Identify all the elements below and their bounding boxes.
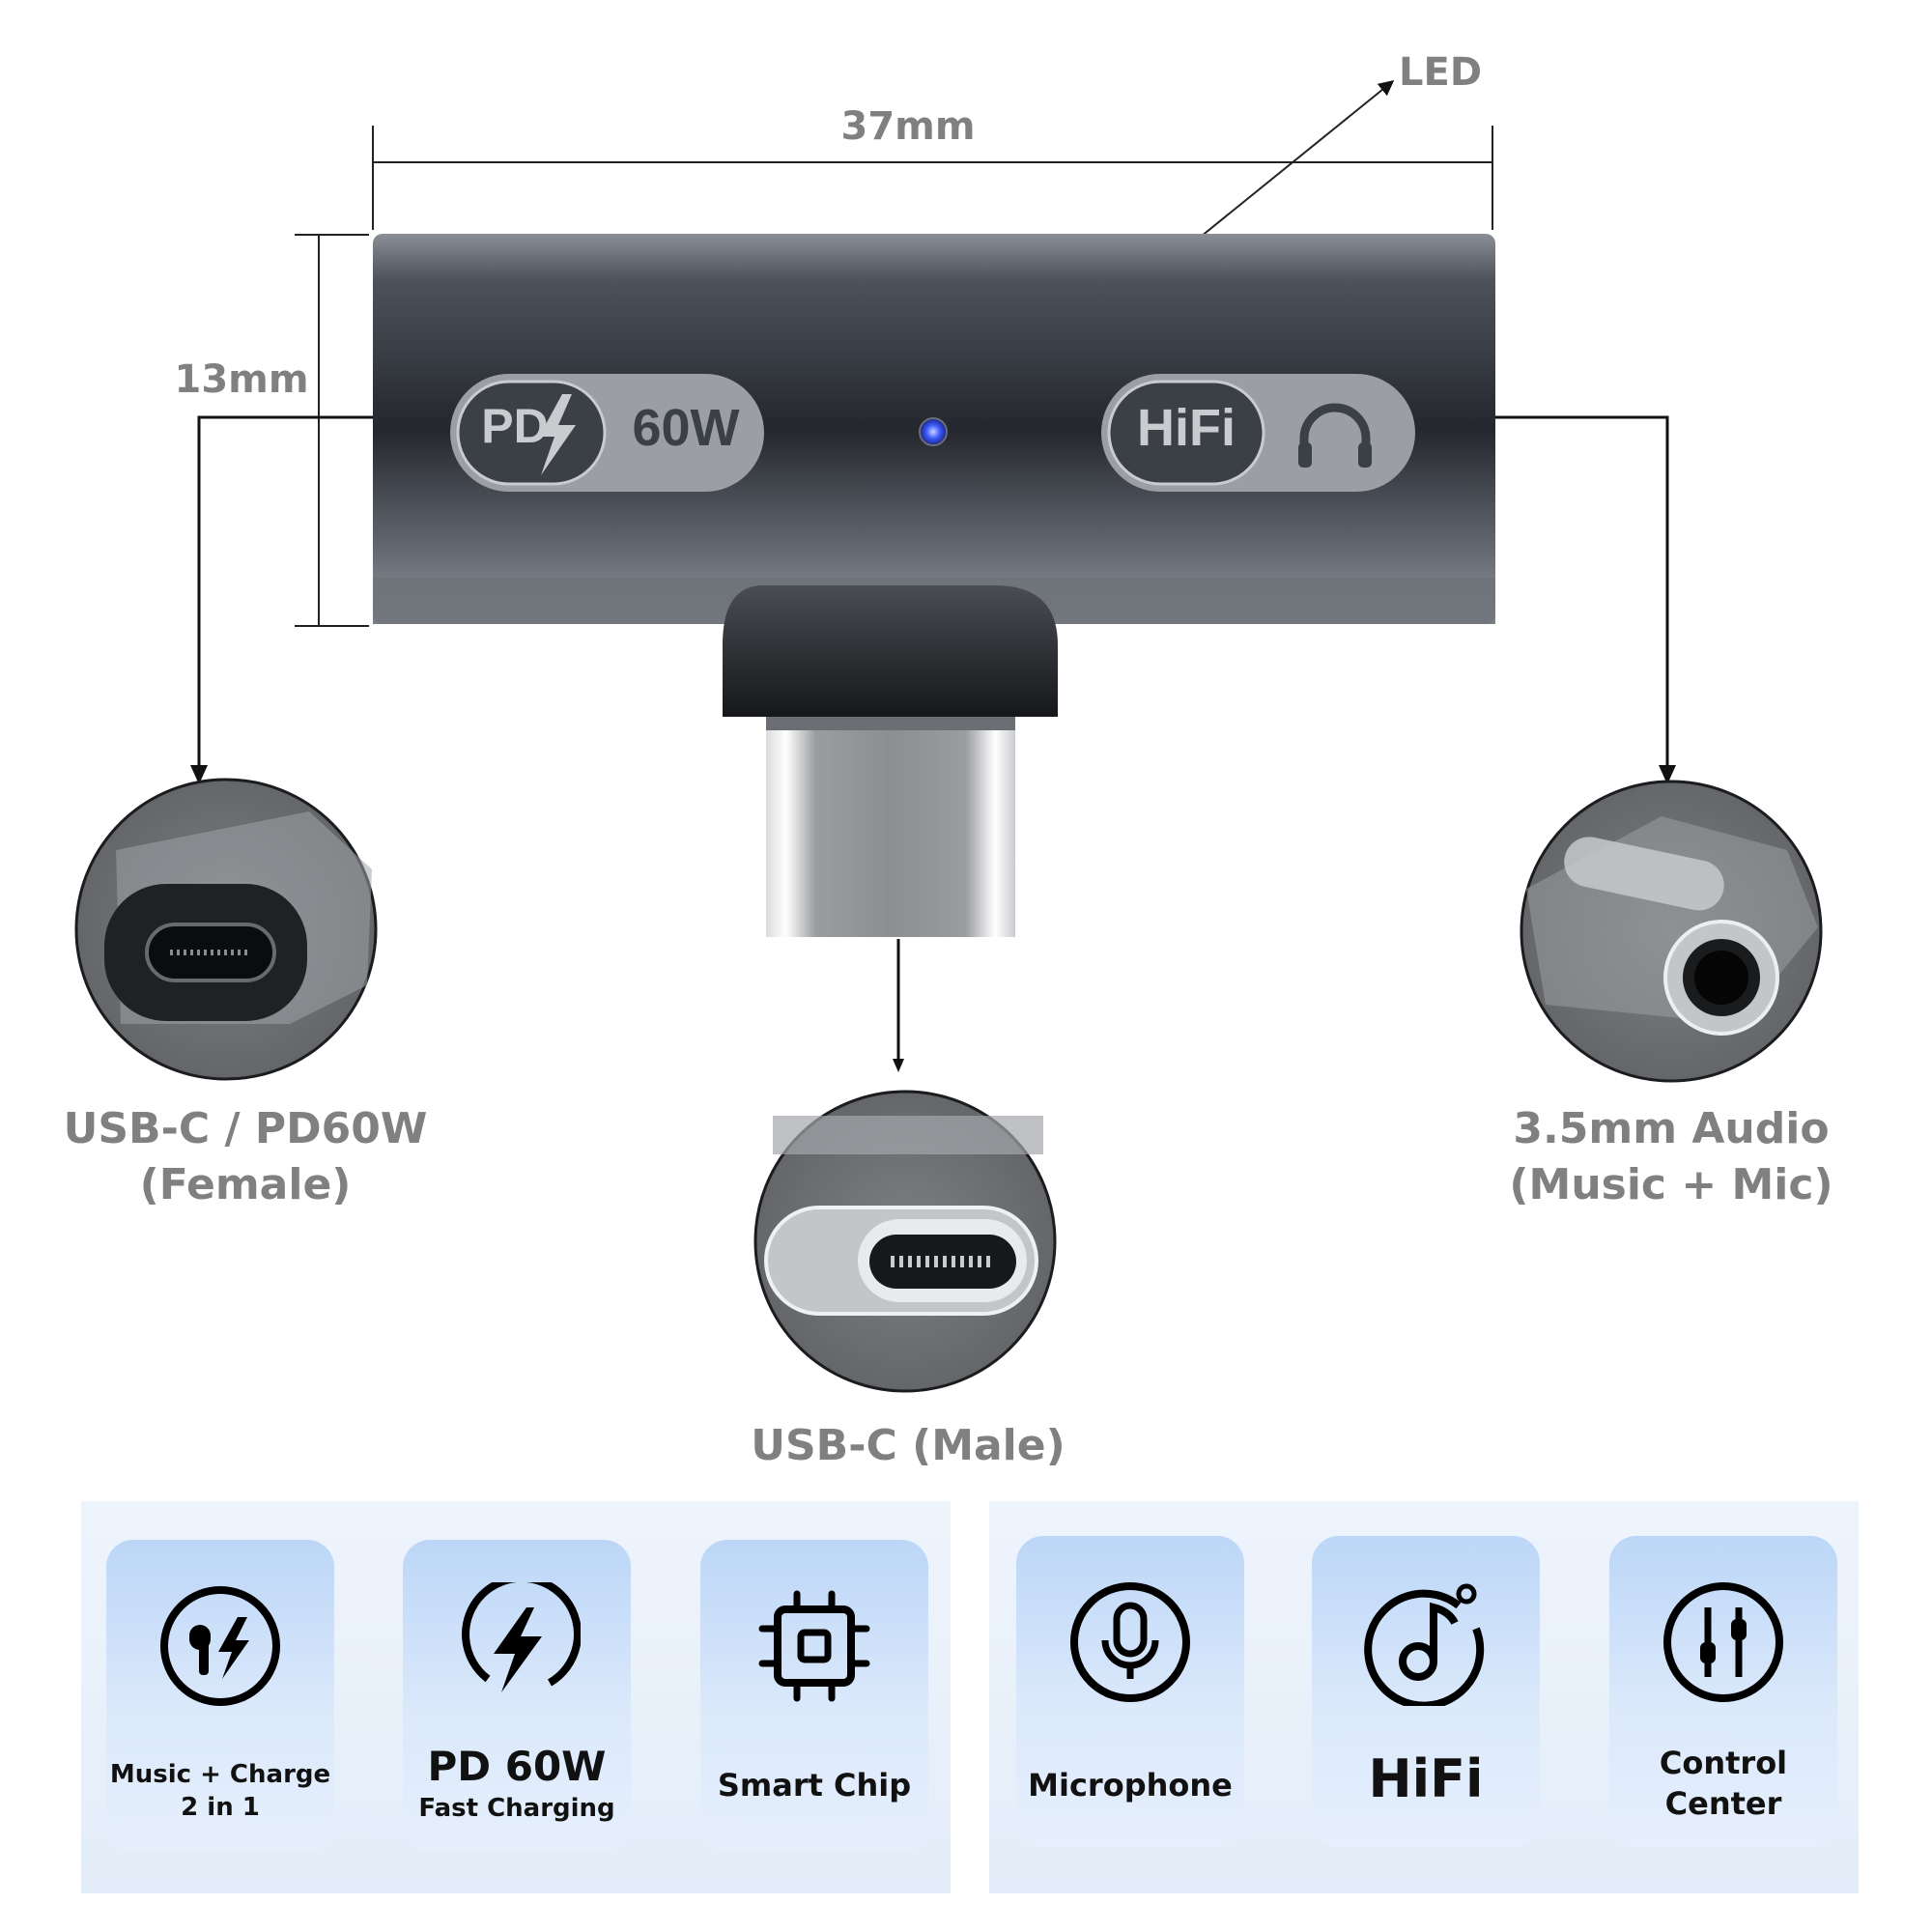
width-label: 37mm [840,104,976,149]
feature-text-line2: 2 in 1 [181,1793,260,1822]
audio-port-closeup [1520,780,1823,1083]
callout-connectors [197,415,1669,1063]
feature-card-hifi: HiFi [1312,1536,1540,1847]
control-center-icon [1663,1582,1783,1702]
led-label: LED [1399,50,1483,95]
feature-card-music-charge: Music + Charge 2 in 1 [106,1540,334,1851]
pd-badge-label: PD [481,399,549,453]
lightning-icon [462,1582,581,1692]
feature-text-line1: PD 60W [427,1743,607,1790]
music-note-icon [1364,1583,1485,1706]
headphones-icon [1298,403,1372,468]
adapter-device [373,234,1495,937]
earbud-charge-icon [160,1586,280,1706]
height-dimension [295,234,369,627]
width-dimension [372,126,1493,230]
female-port-closeup [74,778,378,1081]
feature-card-control-center-text: Control Center [1609,1743,1837,1824]
female-port-label-line2: (Female) [139,1160,352,1209]
female-port-label: USB-C / PD60W (Female) [33,1101,458,1213]
lightning-bolt-icon [539,394,576,475]
audio-port-label-line1: 3.5mm Audio [1513,1104,1830,1153]
hifi-badge-label: HiFi [1137,399,1236,457]
usb-c-male-plug [766,717,1015,937]
height-label: 13mm [174,357,309,402]
feature-text-line1: Smart Chip [717,1767,912,1804]
feature-card-microphone: Microphone [1016,1536,1244,1847]
audio-port-label-line2: (Music + Mic) [1509,1160,1833,1209]
feature-text-line1: Music + Charge [109,1760,331,1789]
microphone-icon [1070,1582,1190,1702]
feature-text-line1: HiFi [1368,1748,1484,1809]
feature-card-control-center: Control Center [1609,1536,1837,1847]
male-plug-label: USB-C (Male) [676,1418,1140,1474]
feature-card-smart-chip: Smart Chip [700,1540,928,1851]
male-plug-closeup [753,1090,1057,1393]
pd-watt-label: 60W [632,399,740,457]
led-indicator [919,417,948,446]
feature-text-line2: Center [1664,1785,1782,1822]
female-port-label-line1: USB-C / PD60W [63,1104,428,1153]
arrow-heads [190,765,1676,1072]
feature-text-line1: Microphone [1028,1767,1233,1804]
audio-port-label: 3.5mm Audio (Music + Mic) [1449,1101,1893,1213]
connector-boot [723,585,1058,717]
feature-card-pd60w: PD 60W Fast Charging [403,1540,631,1851]
chip-icon [758,1590,870,1702]
feature-text-line2: Fast Charging [418,1794,615,1823]
feature-card-music-charge-text: Music + Charge 2 in 1 [106,1758,334,1824]
feature-text-line1: Control [1659,1745,1788,1781]
male-plug-label-line1: USB-C (Male) [751,1421,1065,1470]
